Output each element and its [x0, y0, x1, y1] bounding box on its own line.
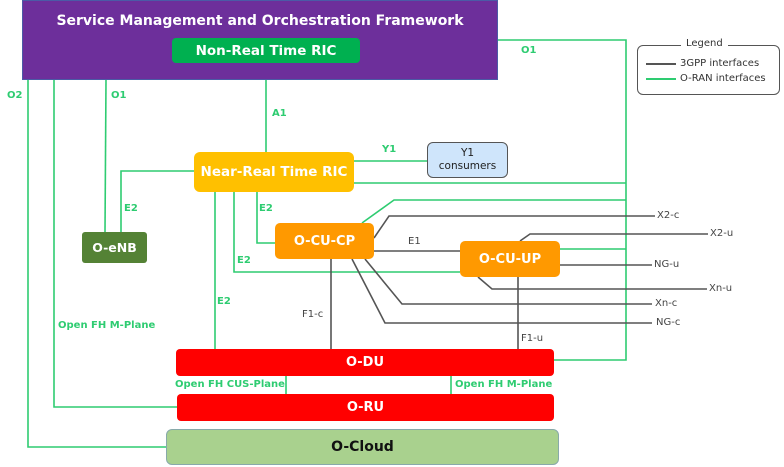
x2c-link — [373, 215, 655, 239]
label-o2: O2 — [7, 90, 23, 101]
e2-link-cuup — [233, 192, 460, 273]
o-du[interactable]: O-DU — [176, 349, 554, 376]
legend-item-3gpp: 3GPP interfaces — [646, 58, 759, 69]
legend-title: Legend — [681, 38, 728, 49]
fh-m-plane-link-left — [53, 80, 177, 408]
near-rt-ric[interactable]: Near-Real Time RIC — [194, 152, 354, 192]
label-o1-left: O1 — [111, 90, 127, 101]
x2u-link — [519, 233, 708, 242]
o2-link — [27, 80, 166, 448]
label-fh-m-plane-left: Open FH M-Plane — [58, 320, 156, 331]
label-ngc: NG-c — [656, 317, 681, 328]
legend: Legend 3GPP interfaces O-RAN interfaces — [637, 38, 780, 95]
xnu-link — [477, 276, 707, 290]
label-xnu: Xn-u — [709, 283, 733, 294]
o-ru[interactable]: O-RU — [177, 394, 554, 421]
label-x2u: X2-u — [710, 228, 734, 239]
label-ngu: NG-u — [654, 259, 680, 270]
label-y1: Y1 — [382, 144, 397, 155]
label-fh-m-plane-right: Open FH M-Plane — [455, 379, 553, 390]
o-cu-cp[interactable]: O-CU-CP — [275, 223, 374, 259]
smo-title: Service Management and Orchestration Fra… — [56, 13, 464, 29]
non-rt-ric[interactable]: Non-Real Time RIC — [172, 38, 360, 63]
label-x2c: X2-c — [657, 210, 680, 221]
label-o1-right: O1 — [521, 45, 537, 56]
xnc-link — [364, 258, 652, 305]
label-f1u: F1-u — [521, 333, 544, 344]
legend-label-3gpp: 3GPP interfaces — [680, 58, 760, 69]
o-cloud[interactable]: O-Cloud — [166, 429, 559, 465]
y1-consumers-line1: Y1 — [460, 147, 475, 159]
label-e2-du: E2 — [217, 296, 231, 307]
ngc-link — [351, 258, 652, 324]
label-xnc: Xn-c — [655, 298, 678, 309]
y1-consumers[interactable]: Y1 consumers — [427, 142, 508, 178]
label-e2-cuup: E2 — [237, 255, 251, 266]
o-cu-up[interactable]: O-CU-UP — [460, 241, 560, 277]
e2-link-enb — [120, 170, 194, 232]
o1-link-enb — [104, 79, 107, 233]
legend-swatch-oran — [646, 77, 676, 80]
label-a1: A1 — [272, 108, 287, 119]
e2-link-cucp — [256, 192, 275, 244]
label-fh-cus-plane: Open FH CUS-Plane — [175, 379, 285, 390]
label-e2-cucp: E2 — [259, 203, 273, 214]
smo-framework[interactable]: Service Management and Orchestration Fra… — [22, 0, 498, 80]
legend-label-oran: O-RAN interfaces — [680, 73, 766, 84]
o-enb[interactable]: O-eNB — [82, 232, 147, 263]
label-f1c: F1-c — [302, 309, 324, 320]
legend-item-oran: O-RAN interfaces — [646, 73, 766, 84]
y1-consumers-line2: consumers — [438, 160, 497, 172]
label-e2-enb: E2 — [124, 203, 138, 214]
label-e1: E1 — [408, 236, 421, 247]
cucp-bus-link — [361, 199, 626, 224]
legend-swatch-3gpp — [646, 62, 676, 65]
